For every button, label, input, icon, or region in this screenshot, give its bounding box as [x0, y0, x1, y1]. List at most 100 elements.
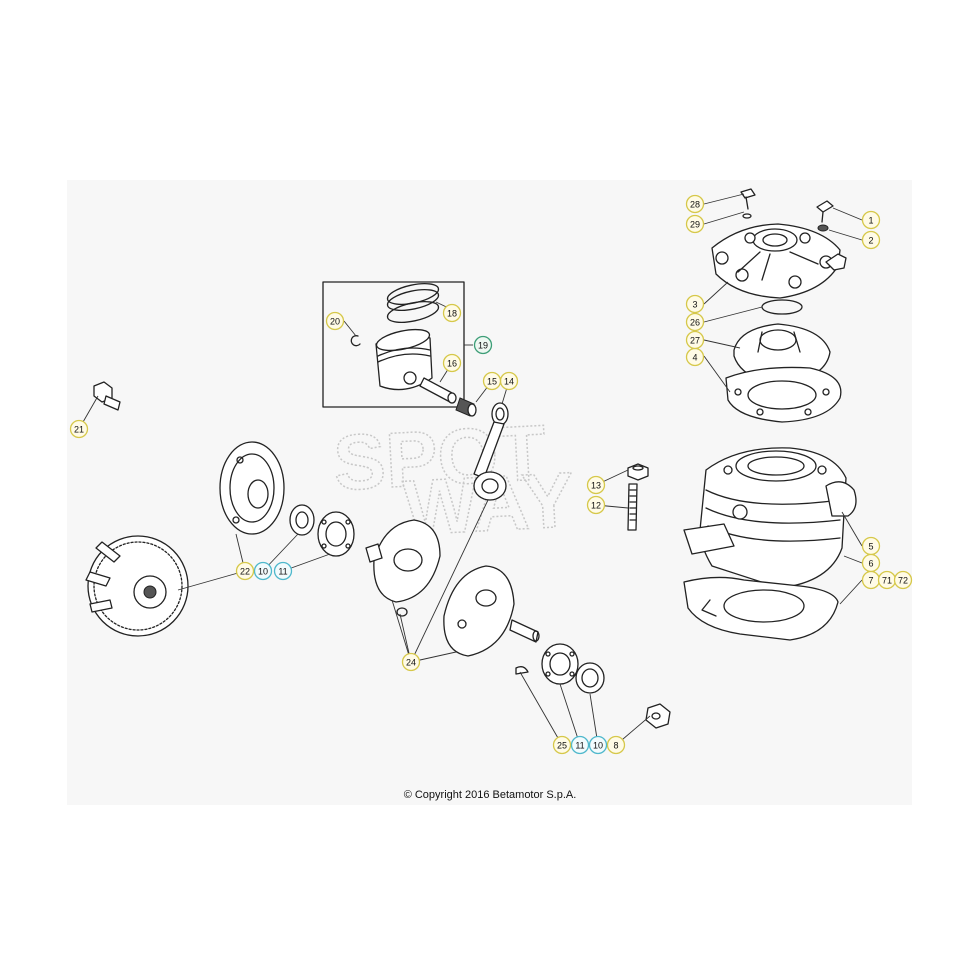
small-end-bearing — [455, 397, 477, 417]
callout-8[interactable]: 8 — [606, 735, 626, 755]
callout-13[interactable]: 13 — [586, 475, 606, 495]
connecting-rod — [473, 402, 509, 501]
piston-kit-box — [322, 281, 465, 408]
callout-5[interactable]: 5 — [861, 536, 881, 556]
piston-rings — [386, 283, 440, 323]
callout-ring — [685, 214, 705, 234]
callout-11-right[interactable]: 11 — [570, 735, 590, 755]
head-bolt-left — [740, 188, 756, 219]
crankshaft-right-web — [443, 565, 540, 657]
piston-clip — [350, 335, 361, 347]
callout-label: 72 — [898, 575, 908, 585]
callout-10-left[interactable]: 10 — [253, 561, 273, 581]
callout-label: 11 — [278, 566, 287, 576]
callout-label: 14 — [504, 376, 514, 386]
callout-21[interactable]: 21 — [69, 419, 89, 439]
callout-ring — [861, 230, 881, 250]
callout-18[interactable]: 18 — [442, 303, 462, 323]
callout-label: 20 — [330, 316, 340, 326]
callout-ring — [482, 371, 502, 391]
callout-label: 7 — [868, 575, 873, 585]
plug-screw — [93, 381, 121, 411]
callout-ring — [253, 561, 273, 581]
callout-label: 24 — [406, 657, 416, 667]
base-gasket — [683, 576, 839, 641]
oil-seal-left — [289, 504, 315, 536]
callout-ring — [273, 561, 293, 581]
callout-ring — [588, 735, 608, 755]
callout-ring — [606, 735, 626, 755]
callout-ring — [685, 194, 705, 214]
callout-1[interactable]: 1 — [861, 210, 881, 230]
head-gasket — [725, 366, 842, 423]
callout-label: 1 — [868, 215, 873, 225]
callout-label: 26 — [690, 317, 700, 327]
callout-label: 4 — [692, 352, 697, 362]
callout-label: 6 — [868, 558, 873, 568]
callout-72[interactable]: 72 — [893, 570, 913, 590]
callout-label: 3 — [692, 299, 697, 309]
cylinder-head — [711, 223, 847, 299]
callout-ring — [442, 303, 462, 323]
callout-15[interactable]: 15 — [482, 371, 502, 391]
piston — [375, 328, 433, 391]
callout-10-right[interactable]: 10 — [588, 735, 608, 755]
callout-3[interactable]: 3 — [685, 294, 705, 314]
callout-ring — [685, 312, 705, 332]
callout-7[interactable]: 7 — [861, 570, 881, 590]
callout-ring — [401, 652, 421, 672]
callout-22[interactable]: 22 — [235, 561, 255, 581]
crankcase-cover — [219, 441, 285, 535]
oil-seal-right — [575, 662, 605, 694]
stud-nut — [627, 463, 649, 481]
callout-label: 10 — [258, 566, 268, 576]
callout-19[interactable]: 19 — [473, 335, 493, 355]
callout-ring — [69, 419, 89, 439]
callout-24[interactable]: 24 — [401, 652, 421, 672]
main-bearing-left — [317, 511, 355, 557]
callout-label: 18 — [447, 308, 457, 318]
callout-ring — [325, 311, 345, 331]
callout-20[interactable]: 20 — [325, 311, 345, 331]
callout-label: 10 — [593, 740, 603, 750]
callout-label: 27 — [690, 335, 700, 345]
callout-ring — [586, 475, 606, 495]
callout-4[interactable]: 4 — [685, 347, 705, 367]
callout-71[interactable]: 71 — [877, 570, 897, 590]
crankshaft-left-web — [365, 519, 441, 617]
callout-label: 21 — [74, 424, 84, 434]
callout-ring — [893, 570, 913, 590]
callout-ring — [861, 210, 881, 230]
callout-2[interactable]: 2 — [861, 230, 881, 250]
callout-label: 12 — [591, 500, 601, 510]
callout-6[interactable]: 6 — [861, 553, 881, 573]
callout-label: 28 — [690, 199, 700, 209]
callout-ring — [685, 294, 705, 314]
cylinder — [683, 447, 857, 589]
copyright-notice: © Copyright 2016 Betamotor S.p.A. — [403, 789, 577, 801]
callout-29[interactable]: 29 — [685, 214, 705, 234]
head-bolt-right — [816, 200, 834, 232]
callout-label: 11 — [575, 740, 584, 750]
callout-16[interactable]: 16 — [442, 353, 462, 373]
callout-12[interactable]: 12 — [586, 495, 606, 515]
callout-28[interactable]: 28 — [685, 194, 705, 214]
callout-label: 2 — [868, 235, 873, 245]
callout-label: 13 — [591, 480, 601, 490]
callout-ring — [442, 353, 462, 373]
callout-label: 71 — [882, 575, 892, 585]
callout-label: 22 — [240, 566, 250, 576]
callout-26[interactable]: 26 — [685, 312, 705, 332]
callout-label: 8 — [613, 740, 618, 750]
callout-25[interactable]: 25 — [552, 735, 572, 755]
callout-11-left[interactable]: 11 — [273, 561, 293, 581]
callout-label: 16 — [447, 358, 457, 368]
head-o-ring — [761, 299, 803, 315]
callout-14[interactable]: 14 — [499, 371, 519, 391]
main-bearing-right — [541, 643, 579, 685]
callout-27[interactable]: 27 — [685, 330, 705, 350]
clutch-basket — [85, 535, 189, 637]
watermark-line-1: SPOT — [331, 408, 548, 507]
piston-pin — [419, 377, 457, 404]
